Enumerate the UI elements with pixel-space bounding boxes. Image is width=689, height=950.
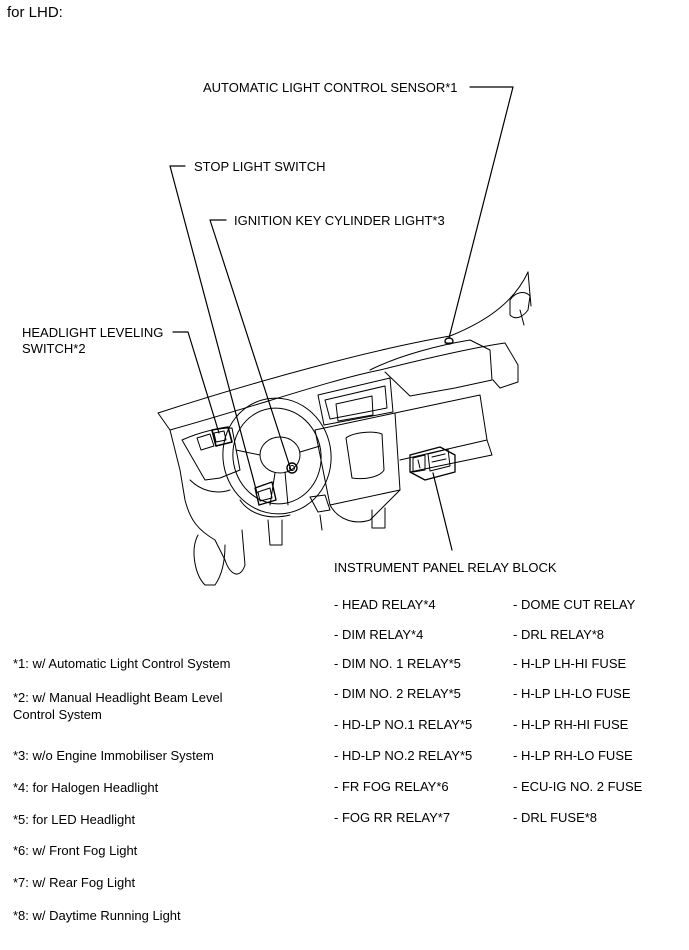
steering-column [239,481,331,518]
dashboard-left [169,426,241,541]
relay-list-item: - HD-LP NO.1 RELAY*5 [334,717,473,732]
steering-wheel [222,397,332,515]
label-stop-light-switch: STOP LIGHT SWITCH [194,159,326,174]
label-relay-block: INSTRUMENT PANEL RELAY BLOCK [334,560,557,575]
relay-list-item: - DIM NO. 2 RELAY*5 [334,686,461,701]
label-headlight-leveling-line1: HEADLIGHT LEVELING [22,325,164,340]
leader-headlight-leveling [172,331,220,434]
leader-auto-light-sensor [448,86,514,339]
page-title: for LHD: [7,4,63,21]
footnote: *8: w/ Daytime Running Light [13,908,181,923]
label-ignition-key-light: IGNITION KEY CYLINDER LIGHT*3 [234,213,445,228]
relay-list-item: - DRL RELAY*8 [513,627,605,642]
leader-relay-block [432,472,453,551]
relay-list-item: - ECU-IG NO. 2 FUSE [513,779,643,794]
relay-list-item: - H-LP RH-LO FUSE [513,748,633,763]
footnote: *3: w/o Engine Immobiliser System [13,748,214,763]
relay-list-item: - FR FOG RELAY*6 [334,779,449,794]
relay-list-item: - DIM NO. 1 RELAY*5 [334,656,461,671]
footnote: *7: w/ Rear Fog Light [13,875,136,890]
windshield-outline [157,271,532,414]
leader-lines [169,86,514,551]
footnote: *5: for LED Headlight [13,812,136,827]
footnote: Control System [13,707,102,722]
relay-list-item: - H-LP LH-LO FUSE [513,686,631,701]
footnote: *6: w/ Front Fog Light [13,843,138,858]
relay-list-item: - DOME CUT RELAY [513,597,636,612]
center-stack [314,377,493,523]
relay-list-item: - HD-LP NO.2 RELAY*5 [334,748,473,763]
relay-list-item: - HEAD RELAY*4 [334,597,436,612]
auto-light-sensor-shape [444,337,454,345]
footnote: *4: for Halogen Headlight [13,780,159,795]
dashboard-top [157,339,519,431]
lower-structure [193,507,386,586]
footnote: *2: w/ Manual Headlight Beam Level [13,690,223,705]
footnote: *1: w/ Automatic Light Control System [13,656,231,671]
label-headlight-leveling-line2: SWITCH*2 [22,341,86,356]
label-auto-light-sensor: AUTOMATIC LIGHT CONTROL SENSOR*1 [203,80,458,95]
leader-stop-light-switch [169,165,258,494]
relay-list-item: - DIM RELAY*4 [334,627,424,642]
relay-list-item: - FOG RR RELAY*7 [334,810,451,825]
relay-list-item: - DRL FUSE*8 [513,810,598,825]
relay-block-shape [409,446,456,481]
relay-list-item: - H-LP RH-HI FUSE [513,717,629,732]
relay-list-item: - H-LP LH-HI FUSE [513,656,627,671]
leader-ignition-key-light [209,219,292,471]
